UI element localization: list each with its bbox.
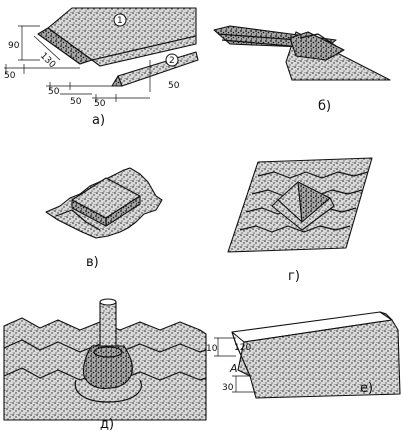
dim-50-d: 50 [168, 81, 180, 91]
dim-120: 120 [234, 343, 251, 353]
part-2-number: 2 [169, 56, 175, 66]
corrugation-wave [257, 171, 369, 179]
dim-line-130 [33, 35, 61, 61]
dim-50-e: 50 [70, 97, 82, 107]
panel-v-label: в) [86, 255, 99, 270]
pipe-collar [82, 345, 133, 390]
panel-v: в) [45, 167, 163, 270]
panel-e-label: е) [360, 381, 373, 396]
dim-90: 90 [8, 41, 20, 51]
strip-edge-line [221, 39, 291, 47]
panel-e: 10 120 A 30 е) [206, 311, 401, 399]
raised-block-front [105, 195, 141, 227]
strip-upturn-edge [379, 311, 393, 321]
flashing-strip-face [237, 319, 401, 399]
vent-pipe-top [99, 298, 117, 306]
dim-50-c: 50 [94, 99, 106, 109]
panel-g-label: г) [288, 269, 300, 284]
ridge-saddle [289, 31, 345, 61]
flange-crease [55, 209, 101, 231]
dim-10: 10 [206, 344, 218, 354]
dim-30: 30 [222, 383, 234, 393]
panel-b-label: б) [318, 99, 331, 114]
strip-fold-edge [231, 331, 251, 377]
panel-d-label: д) [100, 417, 114, 431]
part-1-marker [113, 13, 127, 27]
dim-A: A [229, 362, 238, 375]
panel-a: 1 2 90 130 50 50 50 50 50 а) [4, 7, 199, 128]
panel-a-label: а) [92, 113, 105, 128]
collar-flange [74, 379, 142, 403]
dim-50-b: 50 [48, 87, 60, 97]
dim-130: 130 [38, 51, 57, 70]
part-1-number: 1 [117, 16, 123, 26]
collar-rim [93, 346, 123, 358]
dim-50-a: 50 [4, 71, 16, 81]
saddle-edge [299, 33, 337, 47]
part-1-front-face [37, 27, 93, 65]
pyramid-base-apron [271, 197, 335, 231]
panel-b: б) [213, 25, 391, 114]
corrugation-wave [239, 225, 351, 233]
panel-g: г) [227, 157, 373, 284]
panel-d: д) [3, 298, 207, 431]
part-1-lower-strip [91, 35, 197, 67]
part-2-marker [165, 53, 179, 67]
